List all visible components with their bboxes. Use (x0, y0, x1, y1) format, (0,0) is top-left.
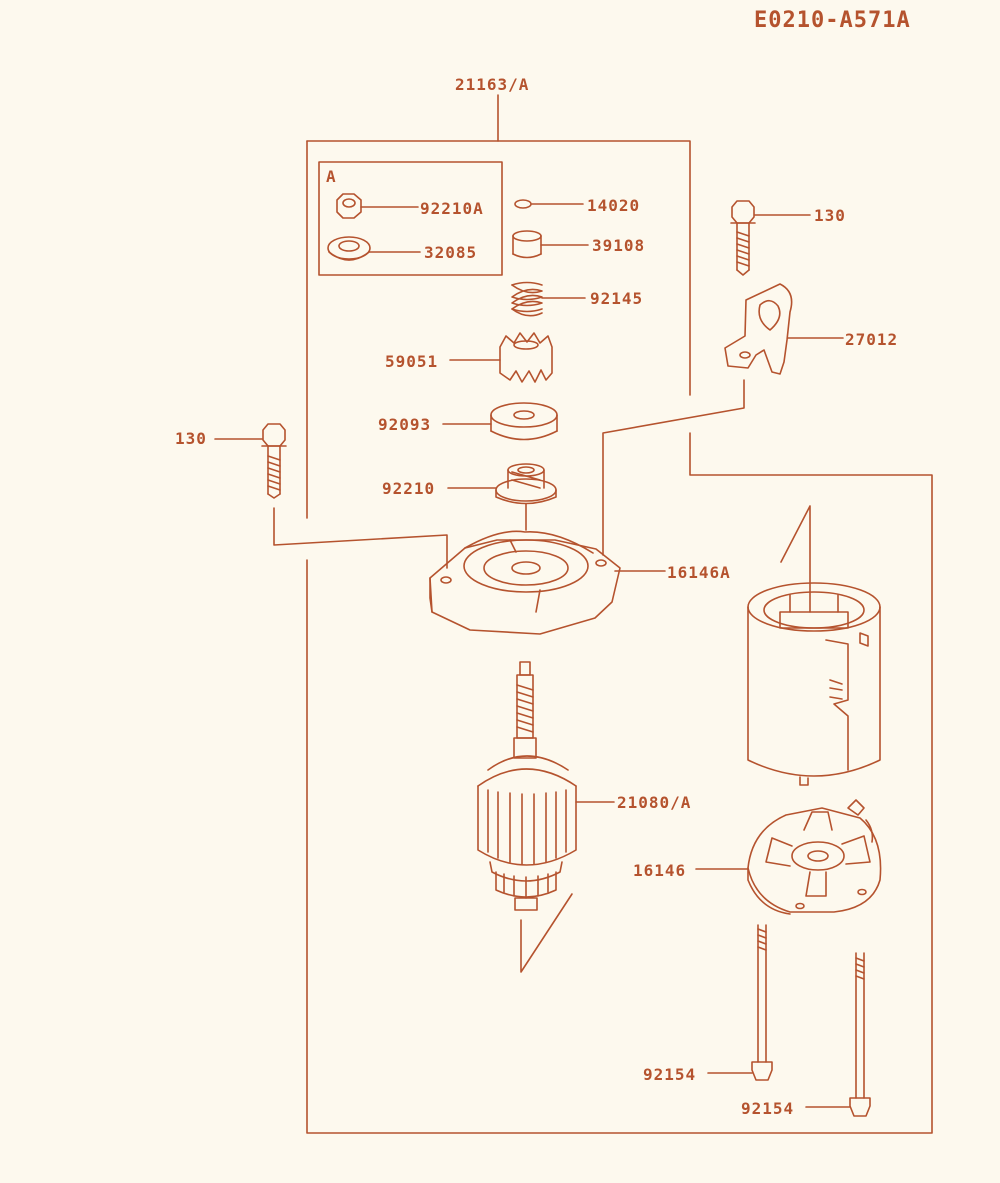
washer-92093-label: 92093 (378, 415, 431, 434)
collar-39108-label: 39108 (592, 236, 645, 255)
nut-92210a-part (336, 193, 419, 219)
spring-92145-part (511, 281, 586, 317)
through-bolt-92154-second-part (805, 952, 871, 1117)
washer-32085-part (327, 236, 421, 261)
bracket-27012-part (602, 283, 844, 556)
yoke-housing-part (747, 505, 881, 786)
bolt-130-right-label: 130 (814, 206, 846, 225)
assembly-boundary (306, 94, 933, 1134)
through-bolt-92154-second-label: 92154 (741, 1099, 794, 1118)
gear-59051-part (449, 332, 553, 383)
nut-92210-part (447, 463, 557, 531)
armature-21080a-part (477, 661, 615, 973)
washer-92093-part (442, 402, 558, 441)
kit-a-label: A (326, 167, 337, 186)
bolt-130-left-label: 130 (175, 429, 207, 448)
front-cover-16146a-label: 16146A (667, 563, 731, 582)
collar-39108-part (512, 230, 589, 259)
bolt-130-right-part (730, 200, 811, 276)
ring-14020-part (514, 199, 584, 209)
through-bolt-92154-first-label: 92154 (643, 1065, 696, 1084)
bracket-27012-label: 27012 (845, 330, 898, 349)
nut-92210-label: 92210 (382, 479, 435, 498)
armature-21080a-label: 21080/A (617, 793, 691, 812)
assembly-label: 21163/A (455, 75, 529, 94)
through-bolt-92154-first-part (707, 924, 773, 1081)
diagram-code-label: E0210-A571A (754, 8, 911, 33)
front-cover-16146a-part (429, 530, 666, 635)
gear-59051-label: 59051 (385, 352, 438, 371)
nut-92210a-label: 92210A (420, 199, 484, 218)
bolt-130-left-part (214, 423, 448, 569)
rear-cover-16146-label: 16146 (633, 861, 686, 880)
spring-92145-label: 92145 (590, 289, 643, 308)
ring-14020-label: 14020 (587, 196, 640, 215)
kit-a-box (318, 161, 503, 276)
rear-cover-16146-part (695, 799, 882, 915)
washer-32085-label: 32085 (424, 243, 477, 262)
